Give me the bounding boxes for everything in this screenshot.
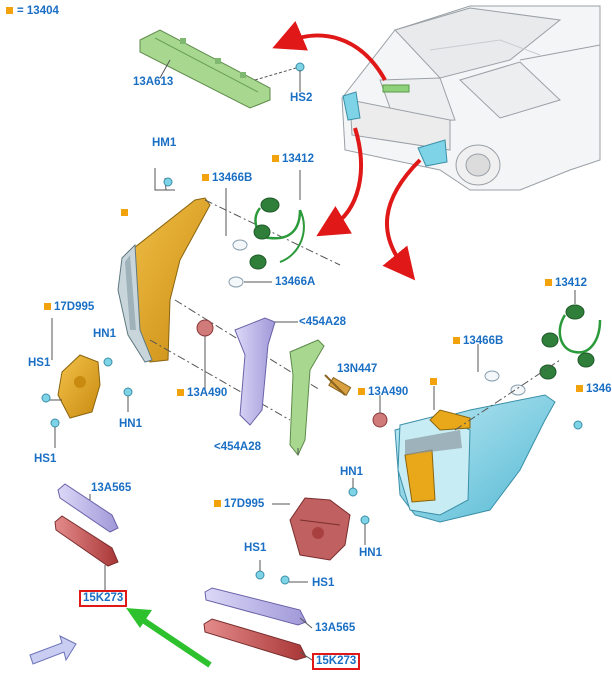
bracket-17d995-left: [48, 318, 101, 419]
vehicle-right-lamp-marker: [417, 139, 448, 167]
parts-diagram: = 13404 13A613 HS2 HM1 13466B 13412 1346…: [6, 5, 612, 670]
label-17d995-left: 17D995: [44, 301, 94, 314]
rear-lamp-left: [117, 197, 211, 363]
label-13466b-left: 13466B: [202, 172, 252, 185]
bulb-13466b-left: [232, 239, 248, 251]
red-arrow-to-right-lamp: [382, 158, 422, 281]
grommet-13a490-right: [372, 412, 388, 428]
legend-marker: [6, 7, 13, 14]
label-hs2: HS2: [290, 92, 313, 104]
label-13a490-right: 13A490: [358, 386, 408, 399]
label-13466a: 13466A: [275, 276, 316, 288]
reflector-15k273-left: [54, 515, 119, 567]
label-hn1-right-top: HN1: [340, 466, 364, 478]
wiring-connector-right: [539, 290, 602, 380]
label-13a490-left: 13A490: [177, 387, 227, 400]
hm1-nut-icon-left: [163, 177, 173, 187]
legend: = 13404: [6, 5, 59, 17]
third-brake-lamp: [139, 29, 271, 109]
label-13412-right: 13412: [545, 277, 587, 290]
vehicle-brake-lamp-marker: [382, 84, 410, 93]
label-hs1-right-top: HS1: [244, 542, 267, 554]
gasket-13a565-left: [57, 483, 119, 533]
gasket-13a565-right: [204, 587, 307, 626]
label-15k273-right: 15K273: [312, 653, 361, 670]
label-454a28-top: <454A28: [299, 316, 346, 328]
hs1-screw-icon-right-top: [255, 570, 265, 580]
label-454a28-bottom: <454A28: [214, 441, 261, 453]
red-arrow-to-left-lamp: [316, 127, 363, 237]
hn1-nut-icon-left-bottom: [123, 387, 133, 397]
label-hn1-left-top: HN1: [93, 328, 117, 340]
bracket-454a28-green: [289, 339, 325, 456]
label-13n447: 13N447: [337, 363, 378, 375]
label-hs1-left-bottom: HS1: [34, 453, 57, 465]
hn1-nut-icon-right-top: [348, 487, 358, 497]
bracket-17d995-right: [289, 497, 351, 561]
legend-text: = 13404: [17, 5, 59, 17]
label-13a565-left: 13A565: [91, 482, 132, 494]
rear-vehicle-illustration: [341, 5, 601, 191]
hs1-screw-icon-left-bottom: [50, 418, 60, 428]
label-1346-right: 1346: [576, 383, 612, 396]
label-hs1-right-bottom: HS1: [312, 577, 335, 589]
hs2-screw-icon: [295, 62, 305, 72]
grommet-13a490-left: [196, 319, 214, 337]
direction-arrow-icon: [29, 635, 77, 665]
hn1-nut-icon-left-top: [103, 357, 113, 367]
red-arrow-to-brake-lamp: [272, 21, 387, 81]
label-hn1-right-bottom: HN1: [359, 547, 383, 559]
label-hn1-left-bottom: HN1: [119, 418, 143, 430]
wiring-connector-left: [249, 170, 305, 270]
hs1-screw-icon-right-bottom: [280, 575, 290, 585]
bulb-13466a-left: [228, 276, 244, 288]
hn1-nut-icon-right-bottom: [360, 515, 370, 525]
socket-13n447: [324, 374, 352, 397]
label-hs1-left-top: HS1: [28, 357, 51, 369]
label-marker-lamp-right: [430, 376, 440, 389]
label-13466b-right: 13466B: [453, 335, 503, 348]
label-13a565-right: 13A565: [315, 622, 356, 634]
diagram-svg: [29, 5, 602, 668]
label-17d995-right: 17D995: [214, 498, 264, 511]
label-15k273-left: 15K273: [79, 590, 128, 607]
rear-lamp-right: [394, 394, 556, 523]
label-13412-left: 13412: [272, 153, 314, 166]
bracket-454a28-violet: [234, 317, 276, 426]
label-13a613: 13A613: [133, 76, 174, 88]
bulb-right-second: [510, 384, 526, 396]
label-marker-lamp-left: [121, 207, 131, 220]
vehicle-left-lamp-marker: [342, 91, 361, 121]
nut-icon-right-edge: [573, 420, 583, 430]
label-hm1: HM1: [152, 137, 177, 149]
hs1-screw-icon-left-top: [41, 393, 51, 403]
bulb-13466b-right: [484, 370, 500, 382]
reflector-15k273-right: [203, 618, 307, 661]
green-pointer-arrow: [126, 608, 212, 668]
